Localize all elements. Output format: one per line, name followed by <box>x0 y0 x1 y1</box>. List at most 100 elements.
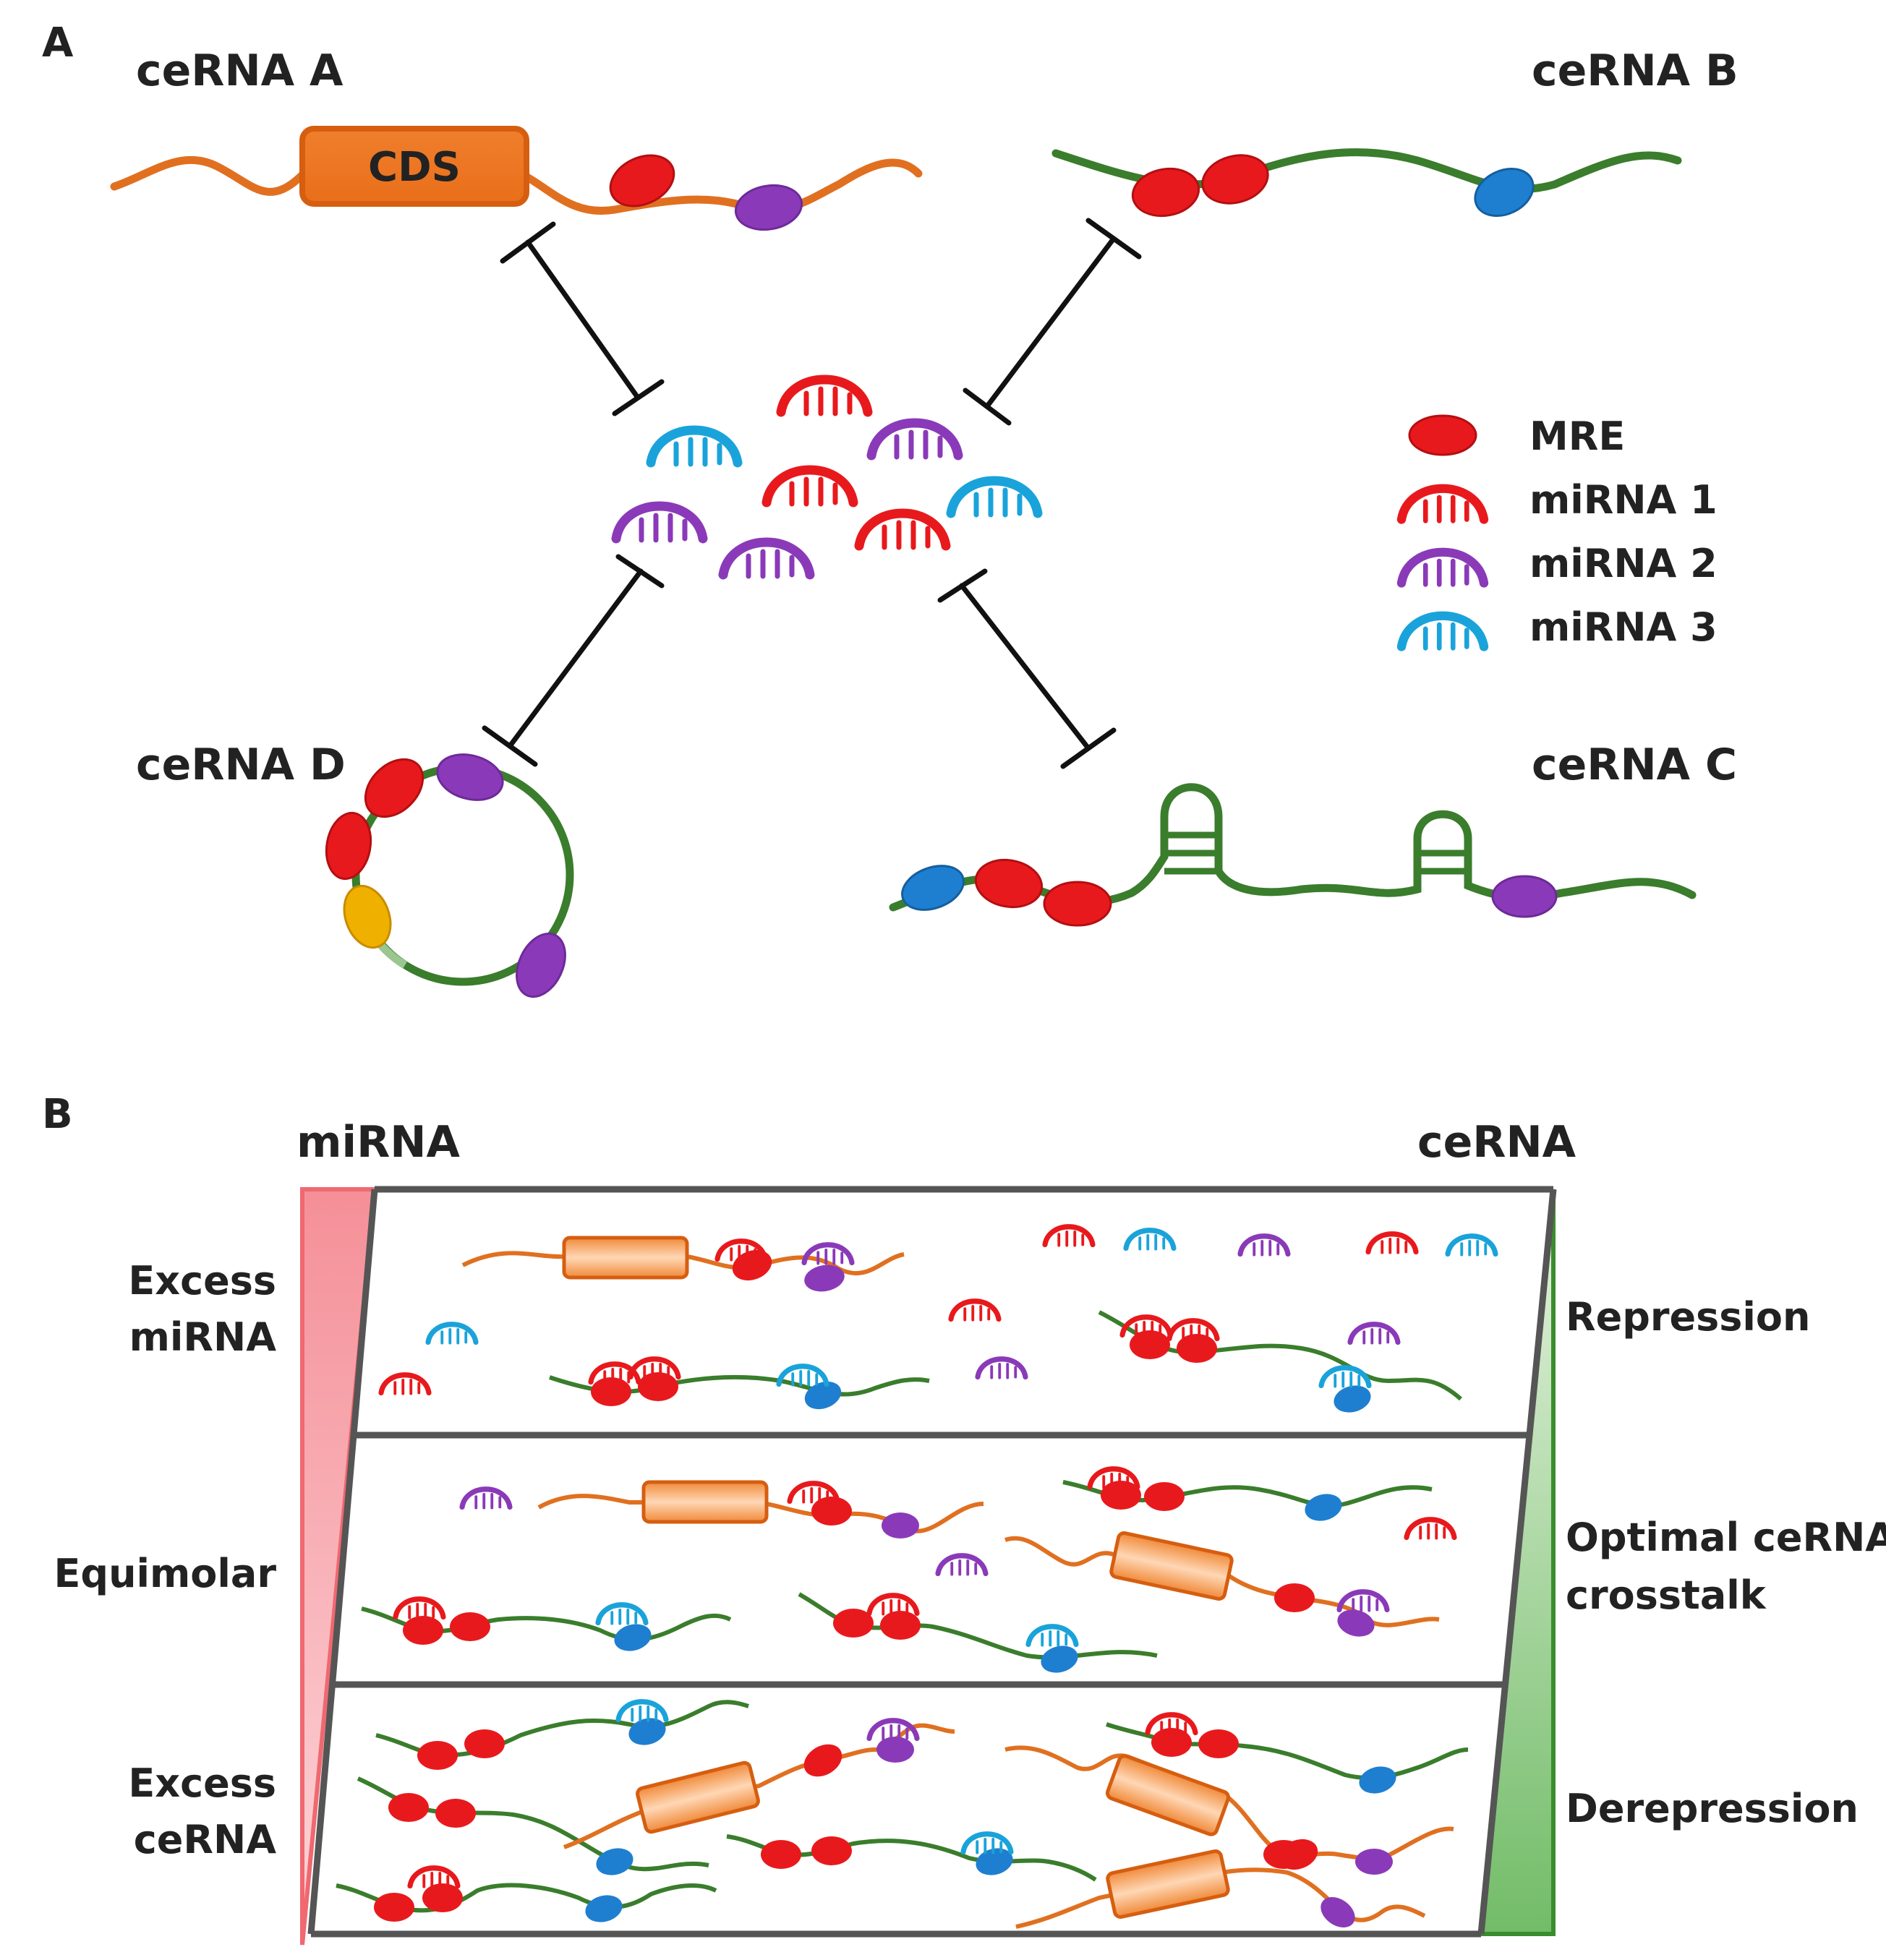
cerna-a-strand: CDS <box>110 126 923 231</box>
mre-purple <box>1320 1897 1355 1927</box>
legend-mirna2: miRNA 2 <box>1529 541 1718 586</box>
mre-red <box>422 1883 463 1912</box>
row1-left-line2: miRNA <box>129 1314 277 1360</box>
mirna2-icon <box>801 1242 855 1266</box>
mirna3-icon <box>646 425 743 468</box>
mre-red <box>1274 1583 1315 1612</box>
mre-red <box>1198 1729 1239 1758</box>
row1-left-line1: Excess <box>128 1258 276 1304</box>
legend-mre-swatch <box>1408 414 1477 456</box>
mirna2-icon <box>866 1718 920 1742</box>
cerna-d-title: ceRNA D <box>136 740 346 790</box>
mre-purple <box>876 1737 914 1763</box>
legend-mirna1: miRNA 1 <box>1529 477 1718 523</box>
mre-red <box>1151 1728 1192 1757</box>
mirna1-icon <box>628 1356 681 1380</box>
mirna1-icon <box>866 1593 920 1617</box>
row3-left-line1: Excess <box>128 1760 276 1806</box>
cerna-b-strand <box>1051 148 1682 218</box>
row2-right-line1: Optimal ceRNA <box>1566 1515 1886 1560</box>
cerna-c-title: ceRNA C <box>1532 740 1737 790</box>
row3-molecules <box>336 1699 1469 1929</box>
mre-red <box>374 1893 414 1922</box>
mre-purple <box>804 1264 845 1292</box>
mre-purple <box>1337 1609 1375 1637</box>
cds-box <box>299 126 529 207</box>
mirna1-icon <box>588 1361 641 1385</box>
mre-red <box>609 154 675 207</box>
mirna1-icon <box>393 1596 446 1620</box>
cds-box <box>641 1480 769 1524</box>
cds-box <box>1109 1531 1234 1601</box>
mre-red <box>1130 1330 1170 1359</box>
mirna1-icon <box>787 1481 840 1505</box>
mre-red <box>591 1377 631 1406</box>
mirna1-icon <box>1404 1517 1457 1541</box>
cerna-column-title: ceRNA <box>1417 1117 1576 1168</box>
mre-red <box>388 1793 429 1822</box>
cerna-b-title: ceRNA B <box>1532 46 1738 96</box>
mre-purple <box>1491 875 1558 918</box>
mre-red <box>1043 881 1112 927</box>
legend-mre: MRE <box>1529 414 1625 459</box>
mre-purple <box>516 932 566 998</box>
mre-blue <box>628 1718 666 1745</box>
mirna1-icon <box>1166 1318 1220 1342</box>
cerna-d-circle <box>325 753 574 998</box>
mirna2-icon <box>935 1553 989 1577</box>
mre-red <box>638 1372 678 1401</box>
row3-left-line2: ceRNA <box>134 1817 276 1862</box>
mirna3-icon <box>776 1364 829 1387</box>
row2-molecules <box>361 1466 1457 1673</box>
panel-a-label: A <box>42 20 74 67</box>
mre-blue <box>1041 1646 1078 1673</box>
mre-red <box>974 858 1044 909</box>
mre-red <box>833 1609 874 1638</box>
mre-red <box>464 1729 505 1758</box>
legend-mirna2-icon <box>1396 547 1489 588</box>
mirna1-icon <box>854 508 951 551</box>
mre-red <box>364 758 424 818</box>
mre-red <box>761 1840 801 1869</box>
mirna3-icon <box>946 476 1043 518</box>
mirna1-icon <box>1087 1466 1140 1490</box>
mre-blue <box>596 1848 633 1875</box>
mirna3-icon <box>1123 1228 1177 1251</box>
mre-red <box>450 1612 490 1641</box>
row3-right-line1: Derepression <box>1566 1786 1859 1831</box>
mre-purple <box>1355 1849 1393 1875</box>
mirna-cluster <box>611 375 1043 580</box>
legend-mirna3-icon <box>1396 611 1489 651</box>
mirna3-icon <box>615 1699 669 1723</box>
mirna1-icon <box>378 1372 432 1396</box>
mre-red <box>403 1616 443 1645</box>
legend-mirna3: miRNA 3 <box>1529 604 1718 650</box>
mirna1-icon <box>1119 1314 1173 1338</box>
cerna-a-title: ceRNA A <box>136 46 344 96</box>
mre-blue <box>804 1381 842 1410</box>
panel-b-frame <box>307 1186 1557 1938</box>
row2-left-line1: Equimolar <box>54 1551 277 1596</box>
mirna1-icon <box>1145 1712 1198 1736</box>
mirna3-icon <box>1025 1624 1079 1648</box>
mre-blue <box>976 1848 1013 1875</box>
mirna-column-title: miRNA <box>296 1117 461 1168</box>
mre-red <box>811 1836 852 1865</box>
mirna3-icon <box>1445 1233 1498 1257</box>
mirna3-icon <box>595 1602 649 1626</box>
mre-red <box>1201 154 1269 205</box>
inhibition-lines <box>482 218 1142 769</box>
mirna2-icon <box>459 1486 513 1510</box>
mre-red <box>803 1744 842 1777</box>
mirna2-icon <box>1237 1233 1291 1257</box>
mre-blue <box>1334 1385 1371 1413</box>
panel-a: A ceRNA A CDS ceRNA B <box>42 20 1738 998</box>
cerna-c-strand <box>889 783 1697 927</box>
row-labels: Excess miRNA Repression Equimolar Optima… <box>54 1258 1886 1862</box>
mirna3-icon <box>425 1322 479 1345</box>
mre-red <box>880 1611 921 1640</box>
cds-box <box>562 1236 689 1280</box>
mre-blue <box>585 1895 623 1922</box>
cds-box <box>636 1760 760 1834</box>
